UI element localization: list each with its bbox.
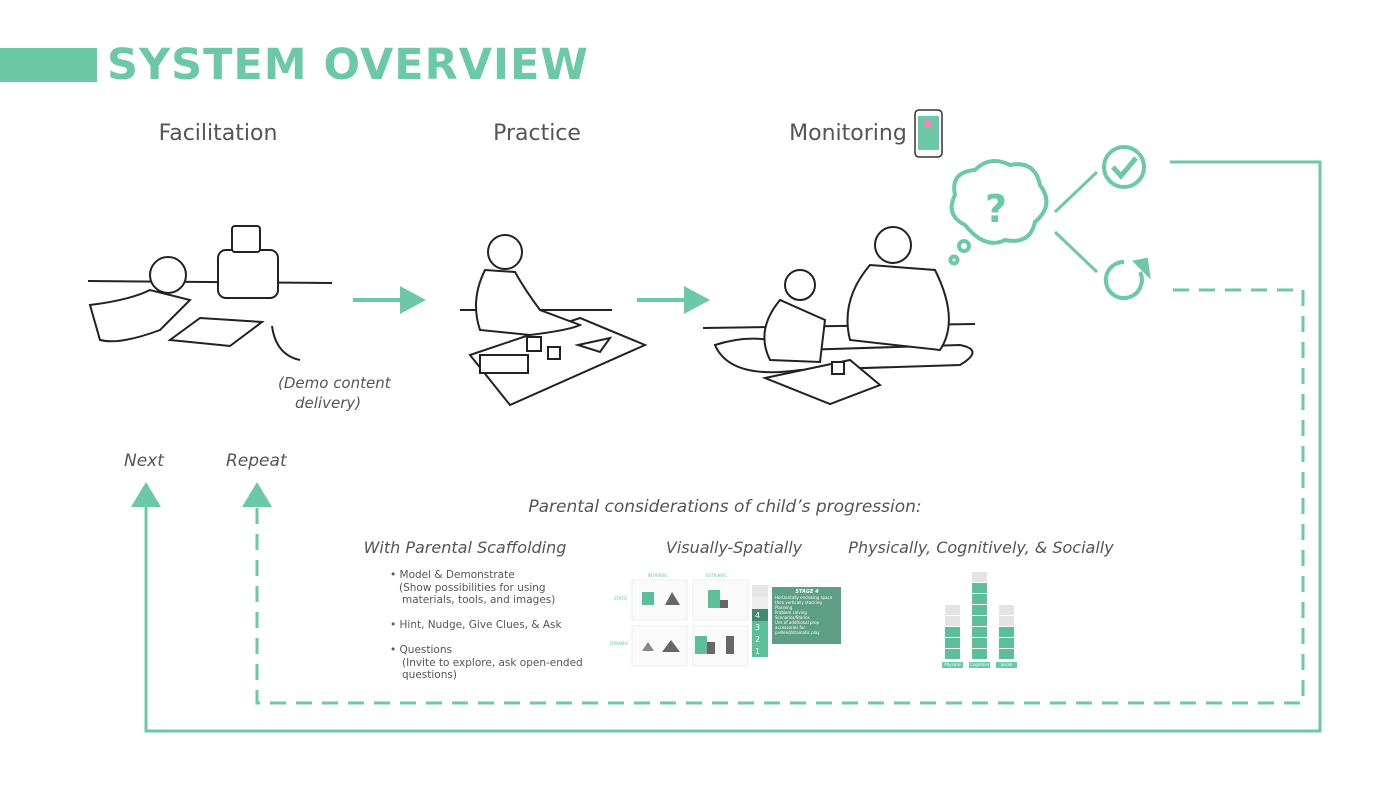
tower-block	[999, 638, 1014, 648]
tower-block	[972, 583, 987, 593]
tower-block	[999, 649, 1014, 659]
tower-block	[972, 627, 987, 637]
column-title-scaffolding: With Parental Scaffolding	[363, 538, 567, 557]
next-loop-line	[144, 160, 1322, 733]
page-title: SYSTEM OVERVIEW	[107, 40, 589, 90]
phone-icon	[914, 109, 943, 158]
bullet-model: • Model & Demonstrate (Show possibilitie…	[390, 569, 555, 607]
bullet-detail: questions)	[402, 669, 457, 681]
tower-block	[972, 605, 987, 615]
level-2: 2	[755, 635, 761, 644]
check-circle-icon	[1102, 145, 1146, 189]
tower-block	[945, 638, 960, 648]
tower-block	[972, 638, 987, 648]
tower-block	[972, 572, 987, 582]
column-title-physical: Physically, Cognitively, & Socially	[848, 538, 1114, 557]
bullet-main: • Hint, Nudge, Give Clues, & Ask	[390, 619, 562, 631]
flow-arrow-2	[637, 286, 710, 314]
level-3: 3	[755, 623, 761, 632]
stage-4-text: STAGE 4 Horizontally enclosing space the…	[775, 589, 839, 636]
stage-monitoring: Monitoring	[789, 121, 907, 146]
practice-sketch	[460, 234, 648, 407]
tower-block	[945, 627, 960, 637]
tower-label: Cognitive	[969, 662, 990, 668]
stage-item: Scenarios/Stories	[775, 615, 810, 620]
stage-practice: Practice	[493, 121, 581, 146]
repeat-loop-line	[255, 288, 1305, 705]
tower-block	[945, 616, 960, 626]
tower-block	[999, 627, 1014, 637]
level-1: 1	[755, 647, 761, 656]
next-arrowhead	[131, 482, 161, 507]
annotation-line1: (Demo content	[278, 374, 391, 392]
tower-block	[945, 605, 960, 615]
tower-block	[945, 649, 960, 659]
bullet-detail: (Show possibilities for using	[399, 581, 546, 594]
stage-block-tower	[752, 585, 768, 657]
tower-label: Physical	[942, 662, 963, 668]
repeat-arrowhead	[242, 482, 272, 507]
col-intrinsic-label: INTRINSIC	[648, 573, 669, 578]
title-accent-bar	[0, 48, 97, 82]
tower-label: Social	[996, 662, 1017, 668]
stage-facilitation: Facilitation	[158, 121, 278, 146]
bullet-hint: • Hint, Nudge, Give Clues, & Ask	[390, 619, 562, 632]
monitoring-sketch	[702, 226, 976, 406]
bullet-main: • Model & Demonstrate	[390, 569, 515, 581]
bullet-questions: • Questions (Invite to explore, ask open…	[390, 644, 583, 682]
spatial-matrix-figure	[631, 579, 749, 667]
facilitation-sketch	[87, 225, 333, 361]
stage-item: Horizontally enclosing space then vertic…	[775, 595, 833, 605]
stage-item: Planning	[775, 605, 793, 610]
flow-arrow-1	[353, 286, 426, 314]
bullet-main: • Questions	[390, 644, 452, 656]
refresh-icon	[1103, 257, 1151, 300]
tower-block	[972, 649, 987, 659]
stage-item: Problem solving	[775, 610, 807, 615]
tower-block	[972, 594, 987, 604]
considerations-heading: Parental considerations of child’s progr…	[528, 497, 922, 517]
tower-block	[999, 605, 1014, 615]
column-title-spatial: Visually-Spatially	[665, 538, 803, 557]
bullet-detail: (Invite to explore, ask open-ended	[402, 656, 583, 669]
level-4: 4	[755, 611, 761, 620]
row-static-label: STATIC	[614, 596, 628, 601]
stage-title: STAGE 4	[795, 589, 819, 595]
svg-text:?: ?	[985, 187, 1007, 231]
bullet-detail: materials, tools, and images)	[402, 594, 556, 606]
question-thought-bubble-icon: ?	[948, 159, 1049, 266]
repeat-label: Repeat	[226, 451, 287, 471]
tower-block	[999, 616, 1014, 626]
stage-4-card	[772, 587, 841, 644]
next-label: Next	[124, 451, 164, 471]
stage-item: Use of additional prop accessories for p…	[775, 620, 820, 635]
row-dynamic-label: DYNAMIC	[610, 641, 629, 646]
annotation-line2: delivery)	[295, 394, 362, 412]
tower-block	[972, 616, 987, 626]
col-extrinsic-label: EXTRINSIC	[706, 573, 728, 578]
